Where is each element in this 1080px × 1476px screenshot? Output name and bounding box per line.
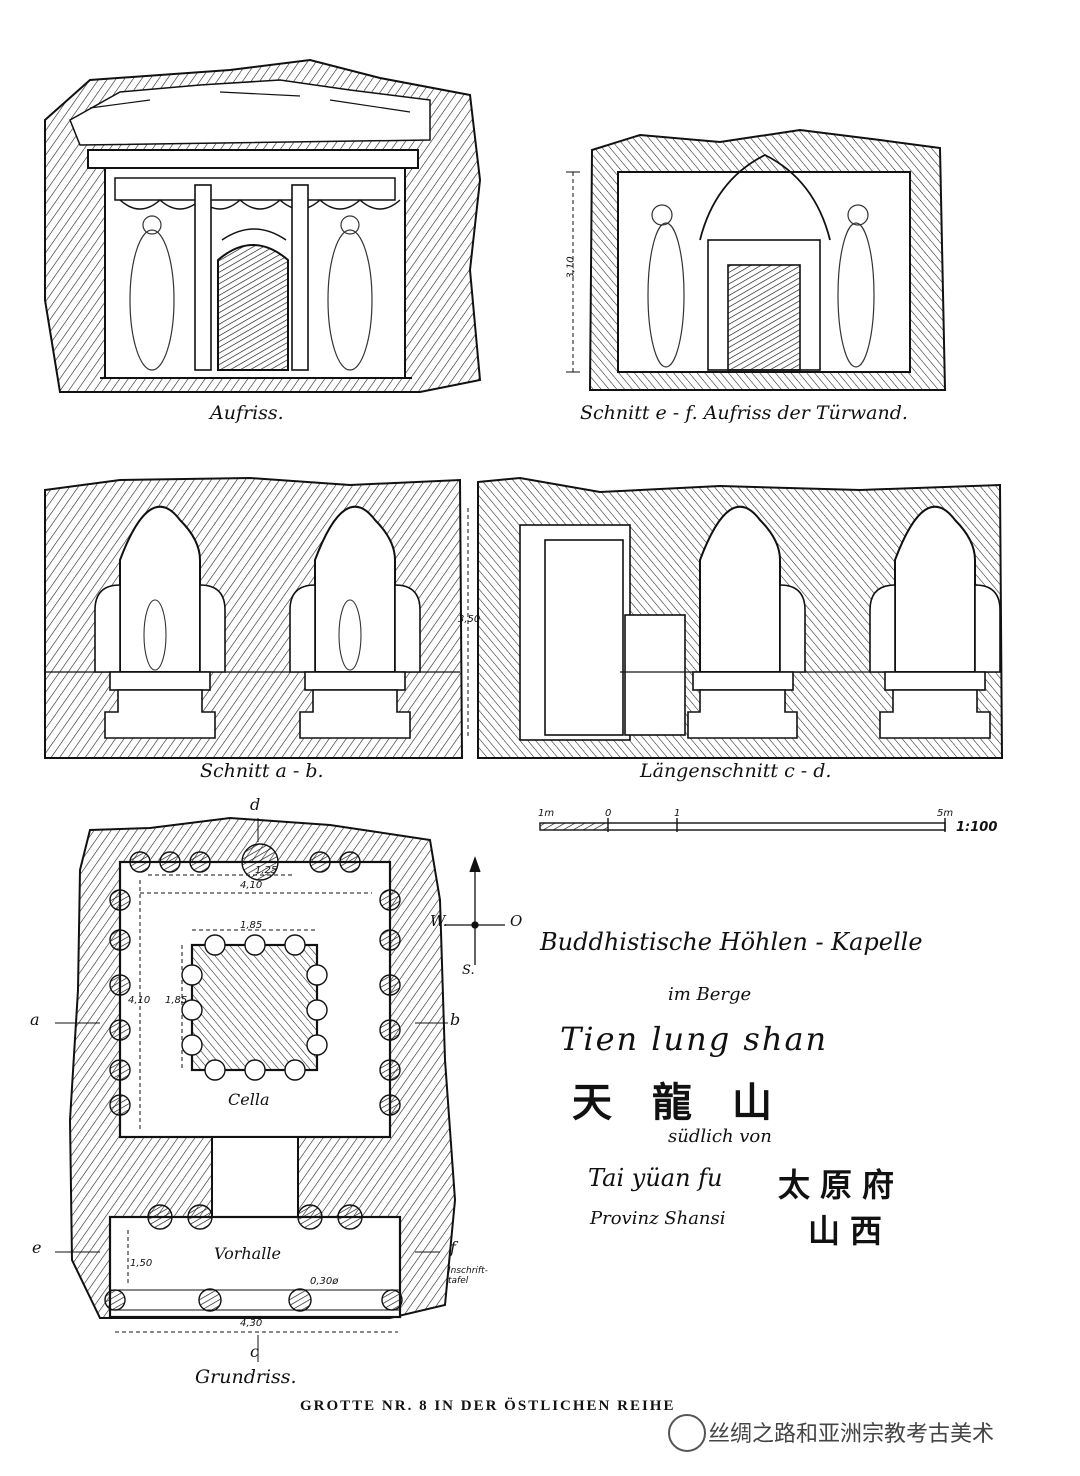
section-letter-d-top: d: [250, 795, 261, 814]
section-letter-b: b: [450, 1010, 461, 1029]
title-line-3: Tien lung shan: [560, 1020, 829, 1058]
scale-bar: [539, 818, 946, 832]
title-line-5-cjk: 太原府: [778, 1166, 905, 1204]
dim-vorhalle-depth: 1,50: [130, 1258, 153, 1269]
dim-top-short: 1,25: [255, 865, 278, 876]
section-letter-a: a: [30, 1010, 40, 1029]
long-section-drawing: [477, 476, 1004, 759]
compass-south: S.: [462, 963, 475, 978]
title-line-3-cjk: 天龍山: [572, 1079, 812, 1126]
elevation-drawing: [44, 58, 482, 393]
compass-east: O: [510, 912, 523, 930]
wechat-icon: [668, 1414, 706, 1452]
scale-tick-5m: 5m: [937, 808, 954, 819]
plan-caption: Grundriss.: [195, 1366, 297, 1388]
dim-top-width: 4,10: [240, 880, 263, 891]
dim-pillar-width: 1,85: [240, 920, 263, 931]
dim-column-dia: 0,30ø: [310, 1276, 339, 1287]
section-ef-drawing: [566, 128, 947, 391]
compass-rose: [445, 856, 505, 965]
room-label-vorhalle: Vorhalle: [214, 1244, 281, 1263]
section-ab-caption: Schnitt a - b.: [200, 760, 324, 782]
section-ef-height-dim: 3,10: [565, 256, 577, 279]
title-line-6: Provinz Shansi: [590, 1208, 726, 1229]
long-section-caption: Längenschnitt c - d.: [640, 760, 832, 782]
section-ab-drawing: [44, 476, 469, 759]
dim-cella-height: 4,10: [128, 995, 151, 1006]
section-ab-height-dim: 3,50: [458, 614, 481, 625]
scale-tick-1m: 1m: [538, 808, 555, 819]
room-label-cella: Cella: [228, 1090, 270, 1109]
scale-tick-1: 1: [674, 808, 681, 819]
elevation-caption: Aufriss.: [210, 402, 284, 424]
compass-west: W.: [430, 912, 448, 930]
title-line-6-cjk: 山西: [808, 1212, 893, 1250]
section-letter-f: f: [450, 1238, 456, 1257]
title-line-5: Tai yüan fu: [588, 1164, 723, 1192]
scale-tick-0: 0: [605, 808, 612, 819]
title-line-4: südlich von: [668, 1126, 772, 1147]
room-label-inscription: Inschrift- tafel: [448, 1266, 488, 1286]
dim-vorhalle-width: 4,30: [240, 1318, 263, 1329]
watermark-text: 丝绸之路和亚洲宗教考古美术: [708, 1422, 995, 1447]
section-letter-c-bottom: c: [250, 1342, 259, 1361]
title-line-1: Buddhistische Höhlen - Kapelle: [540, 928, 923, 956]
scale-ratio: 1:100: [956, 820, 998, 835]
title-line-2: im Berge: [668, 984, 752, 1005]
dim-pillar-height: 1,85: [165, 995, 188, 1006]
plate-footer: GROTTE NR. 8 IN DER ÖSTLICHEN REIHE: [300, 1398, 676, 1414]
section-ef-caption: Schnitt e - f. Aufriss der Türwand.: [580, 402, 908, 424]
section-letter-e: e: [32, 1238, 42, 1257]
plan-drawing: [55, 816, 457, 1362]
